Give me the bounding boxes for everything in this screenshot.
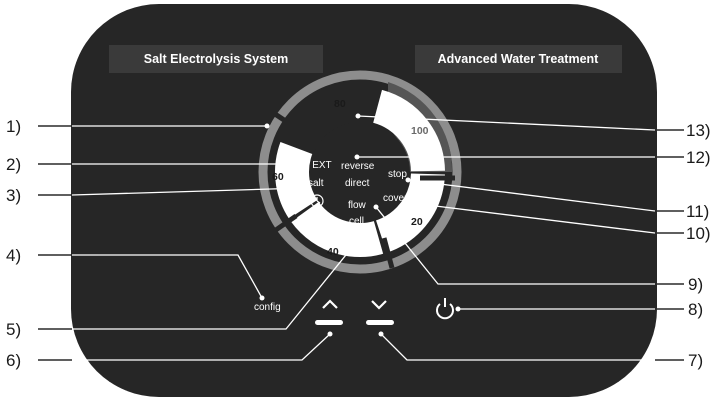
power-button[interactable] bbox=[436, 298, 454, 320]
label-cover: cover bbox=[383, 193, 408, 204]
leaders-outside bbox=[38, 125, 684, 361]
title-box-right bbox=[415, 45, 622, 73]
callout-12: 12) bbox=[686, 148, 711, 167]
callout-10: 10) bbox=[686, 224, 711, 243]
callout-13: 13) bbox=[686, 121, 711, 140]
callout-5: 5) bbox=[6, 320, 21, 339]
scale-label-80: 80 bbox=[334, 98, 346, 110]
clock-icon bbox=[310, 194, 324, 208]
leader-dots bbox=[259, 113, 461, 337]
chevron-down-icon bbox=[371, 300, 387, 310]
callout-2: 2) bbox=[6, 155, 21, 174]
label-cl-ext: Cl EXT bbox=[300, 160, 332, 171]
label-reverse: reverse bbox=[341, 161, 375, 172]
up-button-bar[interactable] bbox=[315, 320, 343, 325]
title-box-left bbox=[109, 45, 323, 73]
callout-7: 7) bbox=[688, 351, 703, 370]
label-flow: flow bbox=[348, 200, 367, 211]
down-button-bar[interactable] bbox=[366, 320, 394, 325]
scale-label-20: 20 bbox=[411, 216, 423, 228]
callout-8: 8) bbox=[688, 300, 703, 319]
scale-label-100: 100 bbox=[411, 125, 429, 137]
callout-4: 4) bbox=[6, 246, 21, 265]
config-label[interactable]: config bbox=[254, 302, 281, 313]
dial-level-ring bbox=[275, 87, 445, 257]
dial-separator bbox=[268, 213, 298, 237]
power-icon bbox=[436, 303, 454, 320]
callout-1: 1) bbox=[6, 117, 21, 136]
callout-6: 6) bbox=[6, 351, 21, 370]
chevron-up-icon bbox=[322, 299, 338, 309]
dial-center bbox=[310, 122, 410, 222]
dial-separator bbox=[270, 109, 298, 131]
scale-label-40: 40 bbox=[327, 246, 339, 258]
label-direct: direct bbox=[345, 178, 370, 189]
dial: 80 60 40 20 100 Cl EXT salt reverse dire… bbox=[258, 70, 462, 274]
down-button[interactable] bbox=[366, 300, 394, 325]
dial-separator bbox=[381, 237, 395, 269]
title-left: Salt Electrolysis System bbox=[144, 52, 289, 66]
callout-11: 11) bbox=[686, 202, 709, 221]
label-cell: cell bbox=[349, 216, 364, 227]
leaders-inside bbox=[71, 115, 656, 361]
title-right: Advanced Water Treatment bbox=[438, 52, 600, 66]
scale-label-60: 60 bbox=[272, 171, 284, 183]
dial-outer-ring bbox=[258, 70, 462, 274]
label-stop: stop bbox=[388, 169, 407, 180]
label-salt: salt bbox=[308, 178, 324, 189]
callout-9: 9) bbox=[688, 275, 703, 294]
up-button[interactable] bbox=[315, 299, 343, 325]
callout-3: 3) bbox=[6, 186, 21, 205]
